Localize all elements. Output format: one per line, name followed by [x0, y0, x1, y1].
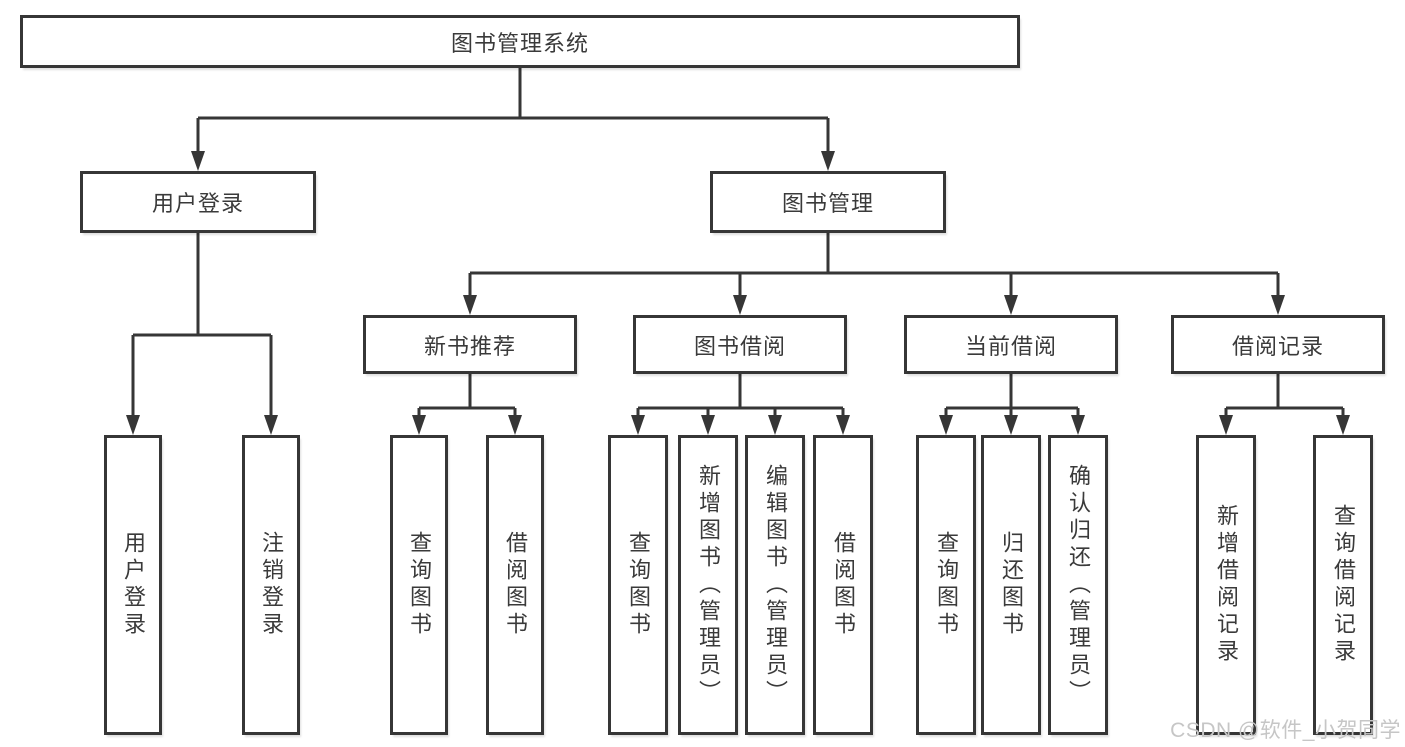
node-current-borrow: 当前借阅 — [904, 315, 1118, 374]
leaf-confirm-return-admin: 确认归还（管理员） — [1048, 435, 1108, 735]
node-borrow-records: 借阅记录 — [1171, 315, 1385, 374]
leaf-add-book-admin: 新增图书（管理员） — [678, 435, 738, 735]
leaf-query-books-current: 查询图书 — [916, 435, 976, 735]
node-book-borrow: 图书借阅 — [633, 315, 847, 374]
leaf-query-books-recommend: 查询图书 — [390, 435, 448, 735]
leaf-return-book: 归还图书 — [981, 435, 1041, 735]
leaf-edit-book-admin: 编辑图书（管理员） — [745, 435, 805, 735]
node-user-login: 用户登录 — [80, 171, 316, 233]
node-library-management-system: 图书管理系统 — [20, 15, 1020, 68]
csdn-watermark: CSDN @软件_小贺同学 — [1170, 719, 1401, 742]
leaf-borrow-books-borrow: 借阅图书 — [813, 435, 873, 735]
node-new-book-recommend: 新书推荐 — [363, 315, 577, 374]
leaf-query-borrow-record: 查询借阅记录 — [1313, 435, 1373, 735]
leaf-borrow-books-recommend: 借阅图书 — [486, 435, 544, 735]
leaf-query-books-borrow: 查询图书 — [608, 435, 668, 735]
leaf-user-login: 用户登录 — [104, 435, 162, 735]
leaf-add-borrow-record: 新增借阅记录 — [1196, 435, 1256, 735]
leaf-logout: 注销登录 — [242, 435, 300, 735]
node-book-management: 图书管理 — [710, 171, 946, 233]
